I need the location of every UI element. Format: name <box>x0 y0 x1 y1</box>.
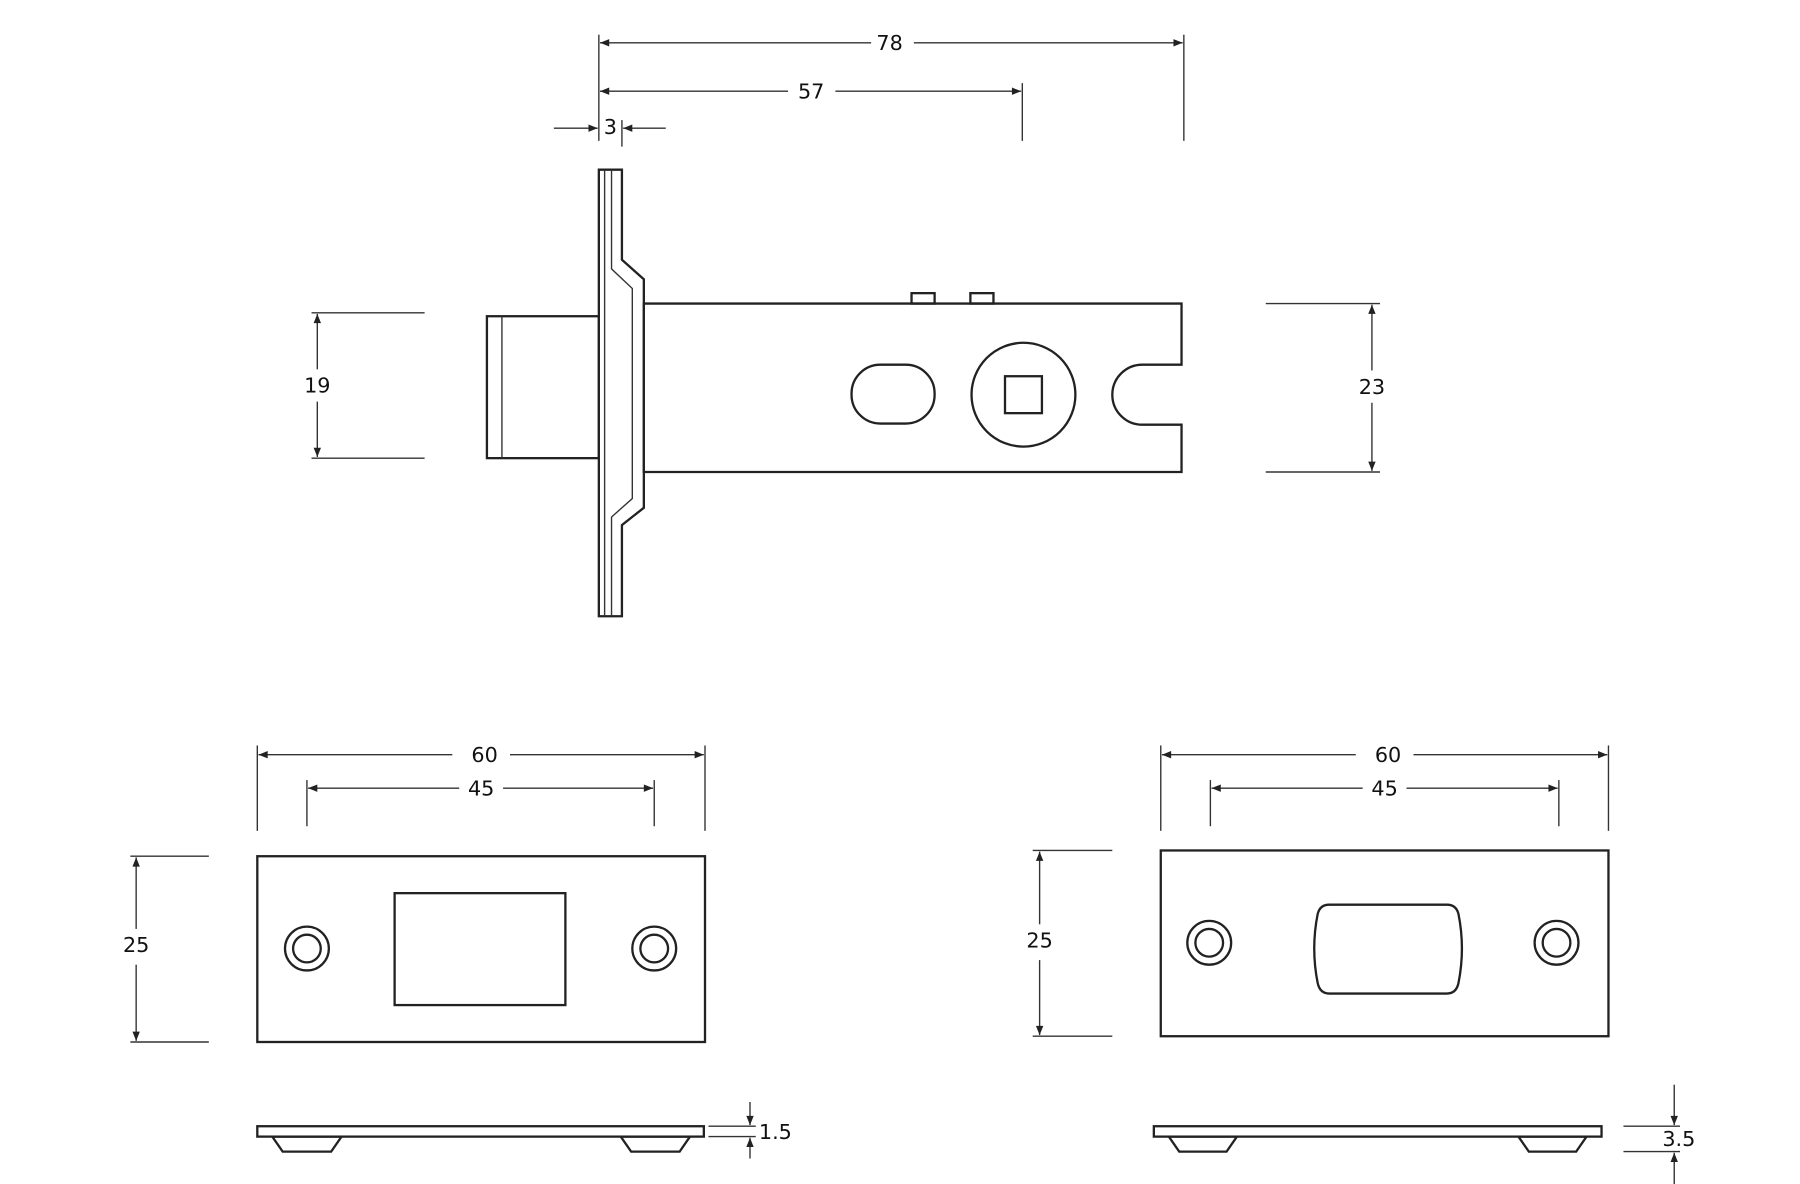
plate-edge-view <box>256 1125 705 1153</box>
spindle-hub <box>970 341 1077 448</box>
dimension-thickness: 1.5 <box>708 1102 792 1159</box>
bolt-window <box>393 891 567 1007</box>
dimension-label: 19 <box>304 374 330 398</box>
plate-edge-view <box>1152 1125 1603 1153</box>
dimension-label: 23 <box>1359 375 1385 399</box>
tab <box>910 292 936 305</box>
strike-plate-left: 60 45 25 <box>123 743 792 1159</box>
tab <box>969 292 995 305</box>
slot-hole <box>850 363 936 425</box>
faceplate <box>597 168 645 618</box>
screw-hole <box>631 925 678 972</box>
dimension-width: 60 <box>1160 743 1610 831</box>
dimension-label: 60 <box>471 743 497 767</box>
latch-side-view: 78 57 3 <box>304 31 1385 618</box>
dimension-label: 3.5 <box>1662 1127 1695 1151</box>
plate-outline <box>1159 849 1610 1038</box>
plate-outline <box>256 855 707 1044</box>
screw-hole <box>1533 919 1580 966</box>
dimension-width: 60 <box>256 743 706 831</box>
spindle-square <box>1003 375 1044 415</box>
bolt-window <box>1313 903 1464 995</box>
dimension-overall-length: 78 <box>598 31 1185 141</box>
dimension-label: 25 <box>123 933 149 957</box>
strike-plate-right: 60 45 25 <box>1026 743 1695 1184</box>
dimension-faceplate-thickness: 3 <box>553 115 666 147</box>
dimension-label: 25 <box>1026 929 1052 953</box>
dimension-height: 25 <box>1026 849 1113 1037</box>
latch-body <box>642 292 1183 474</box>
dimension-label: 45 <box>468 776 494 800</box>
dimension-bolt-height: 19 <box>304 312 425 459</box>
dimension-thickness: 3.5 <box>1623 1084 1695 1184</box>
dimension-label: 60 <box>1375 743 1401 767</box>
dimension-label: 3 <box>604 115 617 139</box>
dimension-backset: 57 <box>599 79 1023 141</box>
dimension-hole-spacing: 45 <box>1209 776 1560 827</box>
dimension-body-height: 23 <box>1265 302 1385 473</box>
screw-hole <box>1186 919 1233 966</box>
dimension-label: 78 <box>876 31 902 55</box>
latch-bolt <box>485 315 600 460</box>
dimension-label: 57 <box>798 79 824 103</box>
dimension-label: 1.5 <box>759 1120 792 1144</box>
dimension-label: 45 <box>1371 776 1397 800</box>
dimension-hole-spacing: 45 <box>306 776 655 827</box>
dimension-height: 25 <box>123 855 209 1043</box>
screw-hole <box>283 925 330 972</box>
